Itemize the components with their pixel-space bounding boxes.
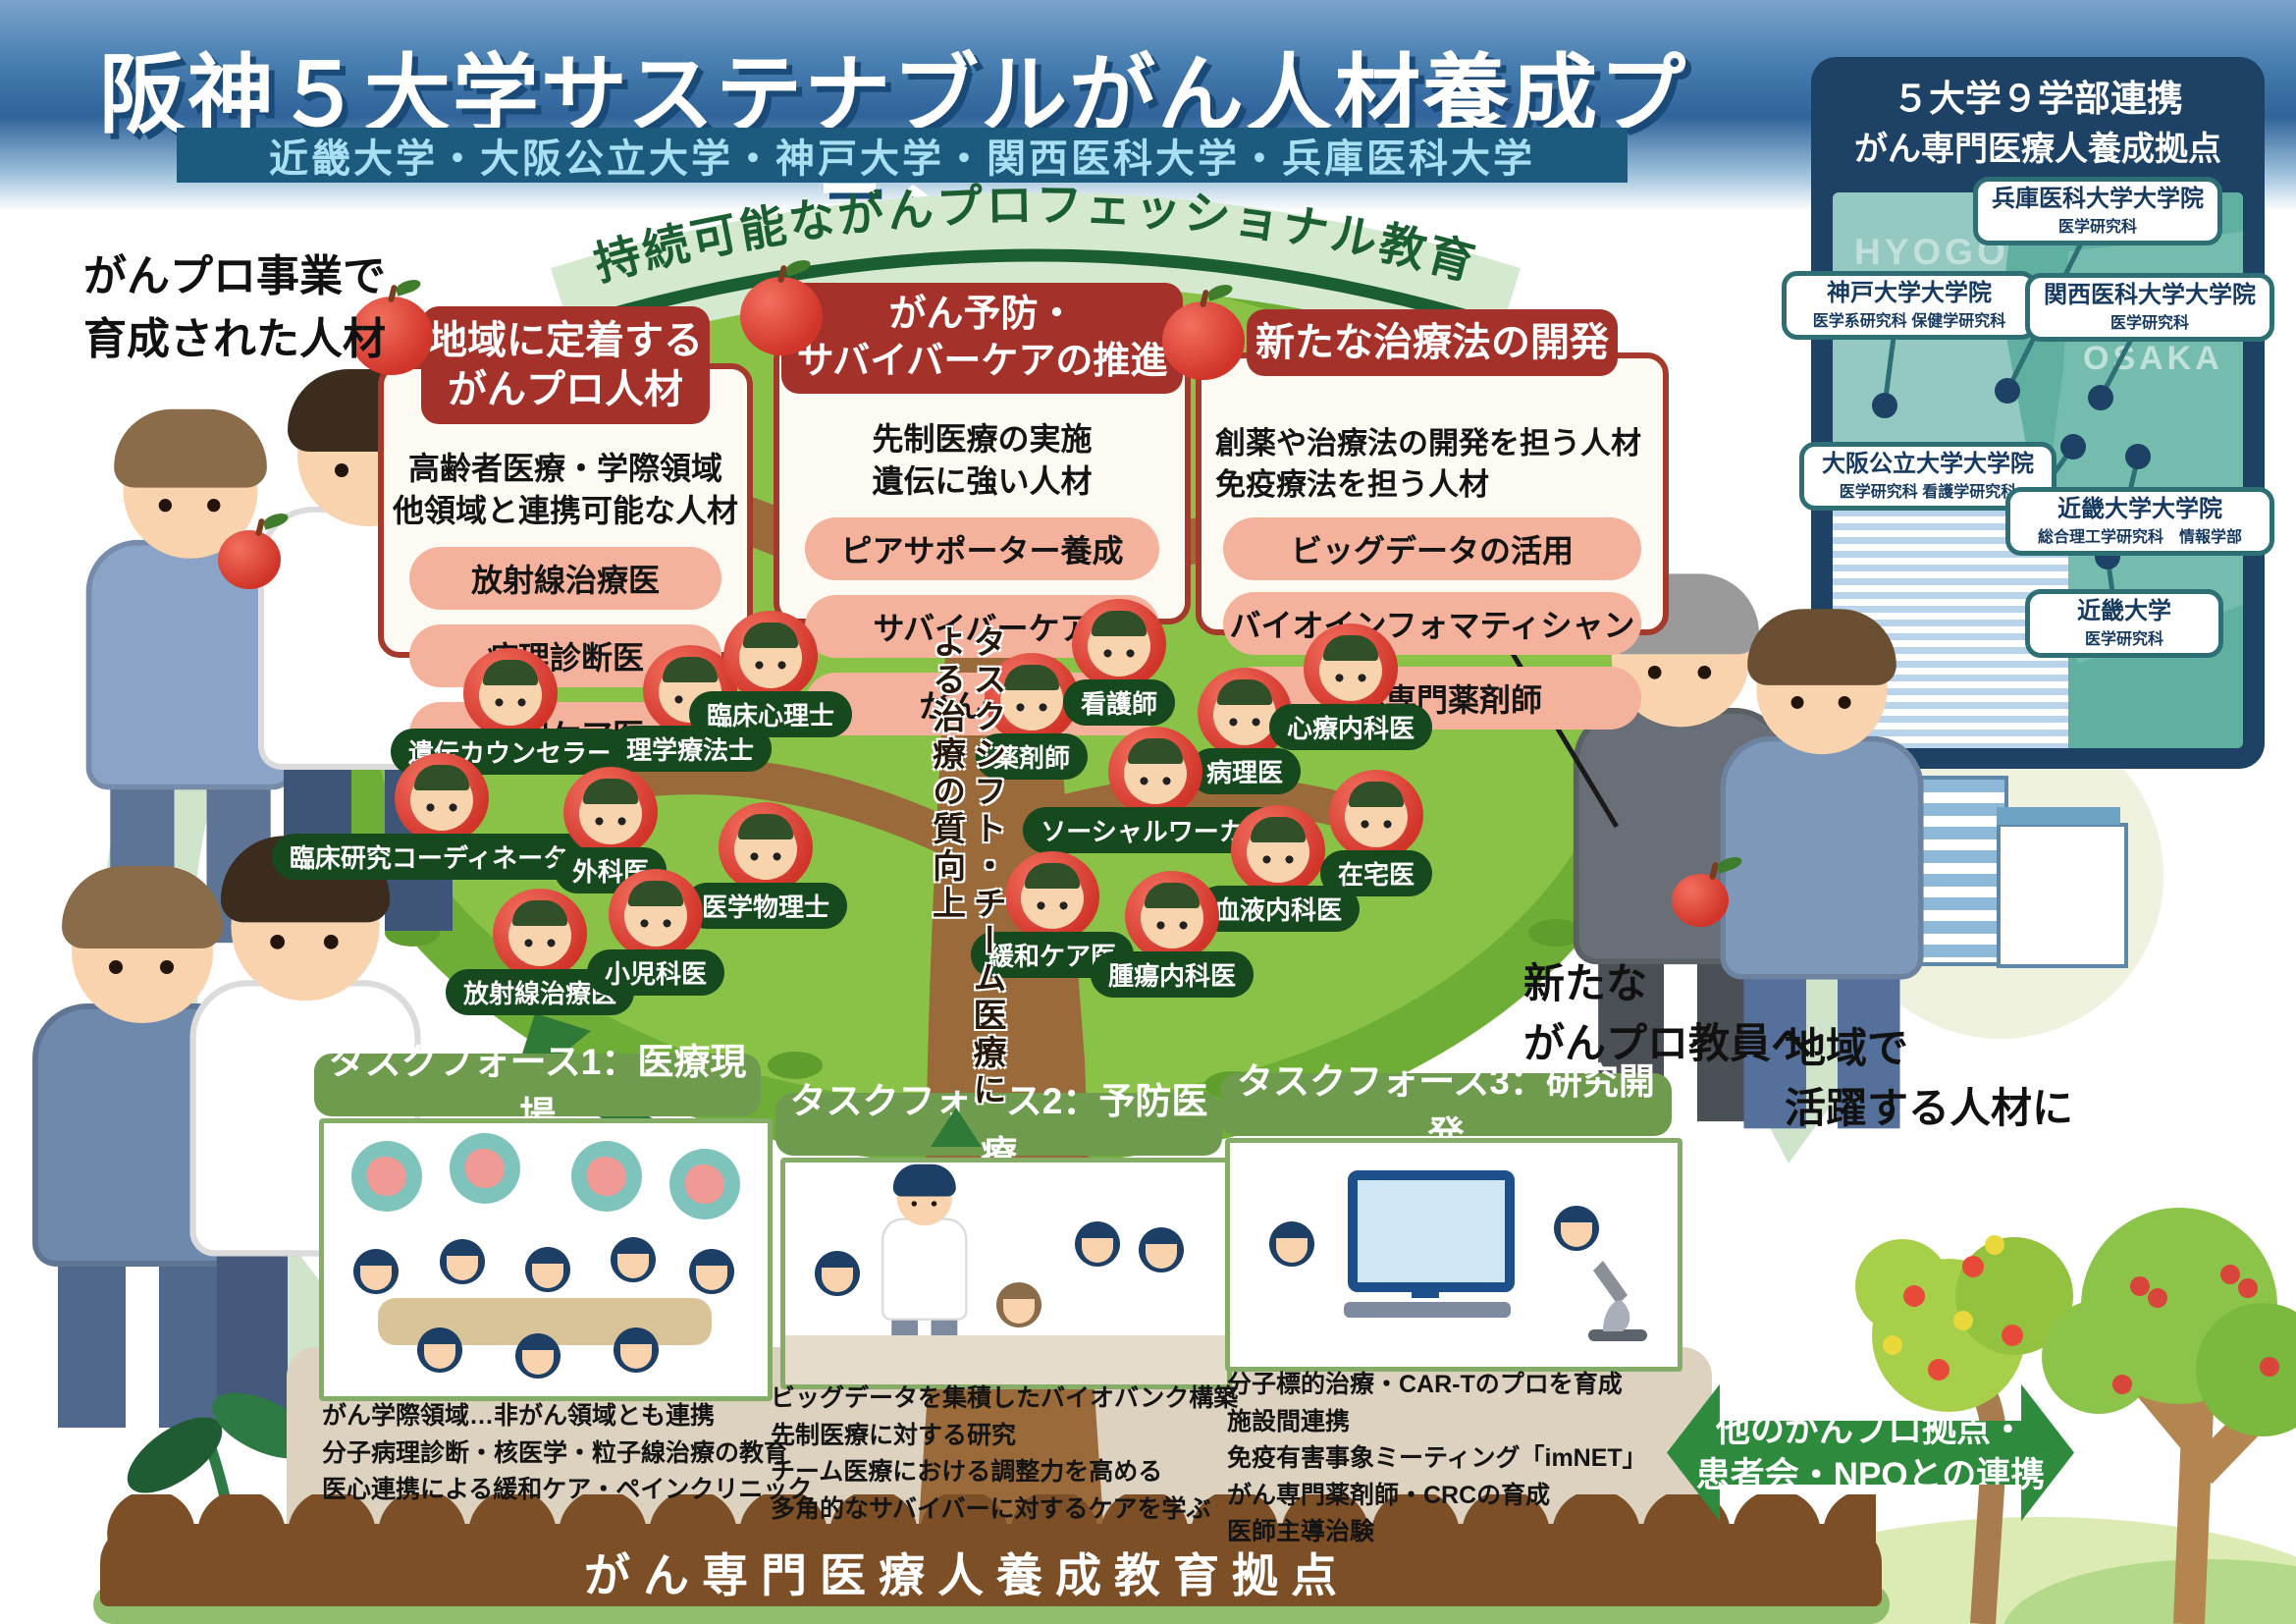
pillar-item: ピアサポーター養成 (805, 517, 1159, 581)
network-title-line1: ５大学９学部連携 (1893, 79, 2183, 119)
person-icon (515, 1333, 561, 1379)
heart-bubble-icon (669, 1149, 740, 1219)
apple-icon (1672, 874, 1729, 927)
taskforce3-panel (1225, 1138, 1682, 1372)
person-icon (353, 1249, 399, 1294)
taskforce2-panel (780, 1158, 1232, 1389)
university-callout: 近畿大学 医学研究科 (2025, 589, 2223, 658)
patient-icon (1139, 1227, 1184, 1272)
hospital-roof (1997, 807, 2120, 825)
apple-icon (218, 530, 281, 589)
profession-apple: 臨床心理士 (604, 611, 937, 737)
person-icon (689, 1249, 734, 1294)
person-icon (614, 1327, 659, 1373)
pillar-item: ビッグデータの活用 (1223, 516, 1641, 580)
patient-icon (1075, 1221, 1120, 1267)
profession-apple: 臨床研究コーディネーター (271, 753, 613, 880)
patient-icon (996, 1282, 1041, 1327)
pillar-prevention: がん予防・ サバイバーケアの推進 先制医療の実施 遺伝に強い人材 ピアサポーター… (740, 277, 1191, 736)
keyboard-icon (1344, 1302, 1511, 1318)
profession-apple: 看護師 (952, 599, 1286, 726)
apple-character-icon (493, 889, 587, 979)
person-icon (440, 1239, 485, 1284)
stomach-bubble-icon (351, 1141, 422, 1212)
taskforce2-header: タスクフォース2：予防医療 (775, 1081, 1222, 1174)
profession-apple: 医学物理士 (599, 802, 933, 929)
taskforce3-header: タスクフォース3：研究開発 (1220, 1061, 1672, 1155)
microscope-icon (1588, 1261, 1647, 1341)
apple-character-icon (1304, 623, 1398, 714)
intestine-bubble-icon (571, 1141, 642, 1212)
apple-character-icon (609, 869, 703, 959)
apple-character-icon (1005, 851, 1099, 942)
map-label-osaka: OSAKA (2083, 340, 2223, 377)
brain-bubble-icon (450, 1133, 520, 1204)
apple-character-icon (1231, 805, 1325, 895)
university-callout: 近畿大学大学院 総合理工学研究科 情報学部 (2005, 487, 2274, 556)
apple-character-icon (463, 648, 558, 738)
apple-character-icon (563, 767, 658, 857)
profession-apple: 緩和ケア医 (885, 851, 1219, 978)
researcher-icon (1554, 1206, 1599, 1251)
profession-apple: 在宅医 (1209, 770, 1543, 896)
up-arrow-icon (931, 1108, 982, 1147)
left-label: がんプロ事業で 育成された人材 (83, 252, 386, 363)
pillar-item: バイオインフォマティシャン (1223, 591, 1641, 655)
page-subtitle: 近畿大学・大阪公立大学・神戸大学・関西医科大学・兵庫医科大学 (177, 128, 1628, 183)
profession-apple: 放射線治療医 (373, 889, 707, 1015)
computer-icon (1348, 1170, 1515, 1298)
researcher-icon (1269, 1221, 1314, 1267)
person-icon (611, 1237, 656, 1282)
taskforce1-notes: がん学際領域…非がん領域とも連携 分子病理診断・核医学・粒子線治療の教育 医心連… (322, 1402, 813, 1503)
bottom-banner: がん専門医療人養成教育拠点 (584, 1549, 1350, 1601)
floor (785, 1335, 1227, 1384)
network-panel-title: ５大学９学部連携 がん専門医療人養成拠点 (1811, 73, 2265, 174)
university-callout: 神戸大学大学院 医学系研究科 保健学研究科 (1782, 271, 2037, 340)
apple-character-icon (723, 611, 818, 701)
network-title-line2: がん専門医療人養成拠点 (1854, 130, 2221, 168)
trunk-text: タスクシフト・チーム医療による治療の質向上 (927, 624, 1005, 1110)
person-icon (525, 1247, 570, 1292)
pillar-regional: 地域に定着する がんプロ人材 高齢者医療・学際領域 他領域と連携可能な人材 放射… (350, 297, 753, 766)
apple-character-icon (1108, 727, 1202, 817)
apple-icon (1162, 301, 1245, 380)
person-icon (417, 1327, 462, 1373)
profession-apple: 遺伝カウンセラー (344, 648, 677, 775)
arc-banner: 持続可能ながんプロフェッショナル教育 (550, 179, 1522, 342)
new-faculty-label: 新たな がんプロ教員へ (1523, 960, 1813, 1066)
apple-character-icon (1072, 599, 1166, 689)
apple-character-icon (985, 653, 1079, 743)
profession-apple: 心療内科医 (1184, 623, 1518, 750)
soil-band (100, 1494, 1882, 1606)
taskforce1-panel (319, 1118, 773, 1401)
pillar-new-treatment: 新たな治療法の開発 創薬や治療法の開発を担う人材 免疫療法を担う人材 ビッグデー… (1162, 301, 1669, 730)
profession-apple: 薬剤師 (865, 653, 1199, 780)
network-panel: ５大学９学部連携 がん専門医療人養成拠点 HYOGO OSAKA 兵 (1782, 57, 2274, 769)
university-callout: 兵庫医科大学大学院 医学研究科 (1973, 177, 2222, 245)
university-callout: 関西医科大学大学院 医学研究科 (2025, 273, 2274, 342)
taskforce3-notes: 分子標的治療・CAR-Tのプロを育成 施設間連携 免疫有害事象ミーティング「im… (1227, 1371, 1647, 1545)
apple-character-icon (1329, 770, 1423, 860)
regional-talent-label: 地域で 活躍する人材に (1785, 1025, 2074, 1131)
pillar-item: 放射線治療医 (409, 547, 721, 611)
profession-apple: 小児科医 (489, 869, 823, 996)
apple-character-icon (1125, 871, 1219, 961)
apple-icon (740, 277, 823, 355)
patient-icon (815, 1251, 860, 1296)
apple-character-icon (719, 802, 813, 893)
profession-apple: 腫瘍内科医 (1005, 871, 1339, 998)
taskforce2-notes: ビッグデータを集積したバイオバンク構築 先制医療に対する研究 チーム医療における… (771, 1384, 1239, 1523)
apple-icon (350, 297, 433, 375)
apple-character-icon (395, 753, 489, 843)
taskforce1-header: タスクフォース1：医療現場 (314, 1042, 761, 1135)
